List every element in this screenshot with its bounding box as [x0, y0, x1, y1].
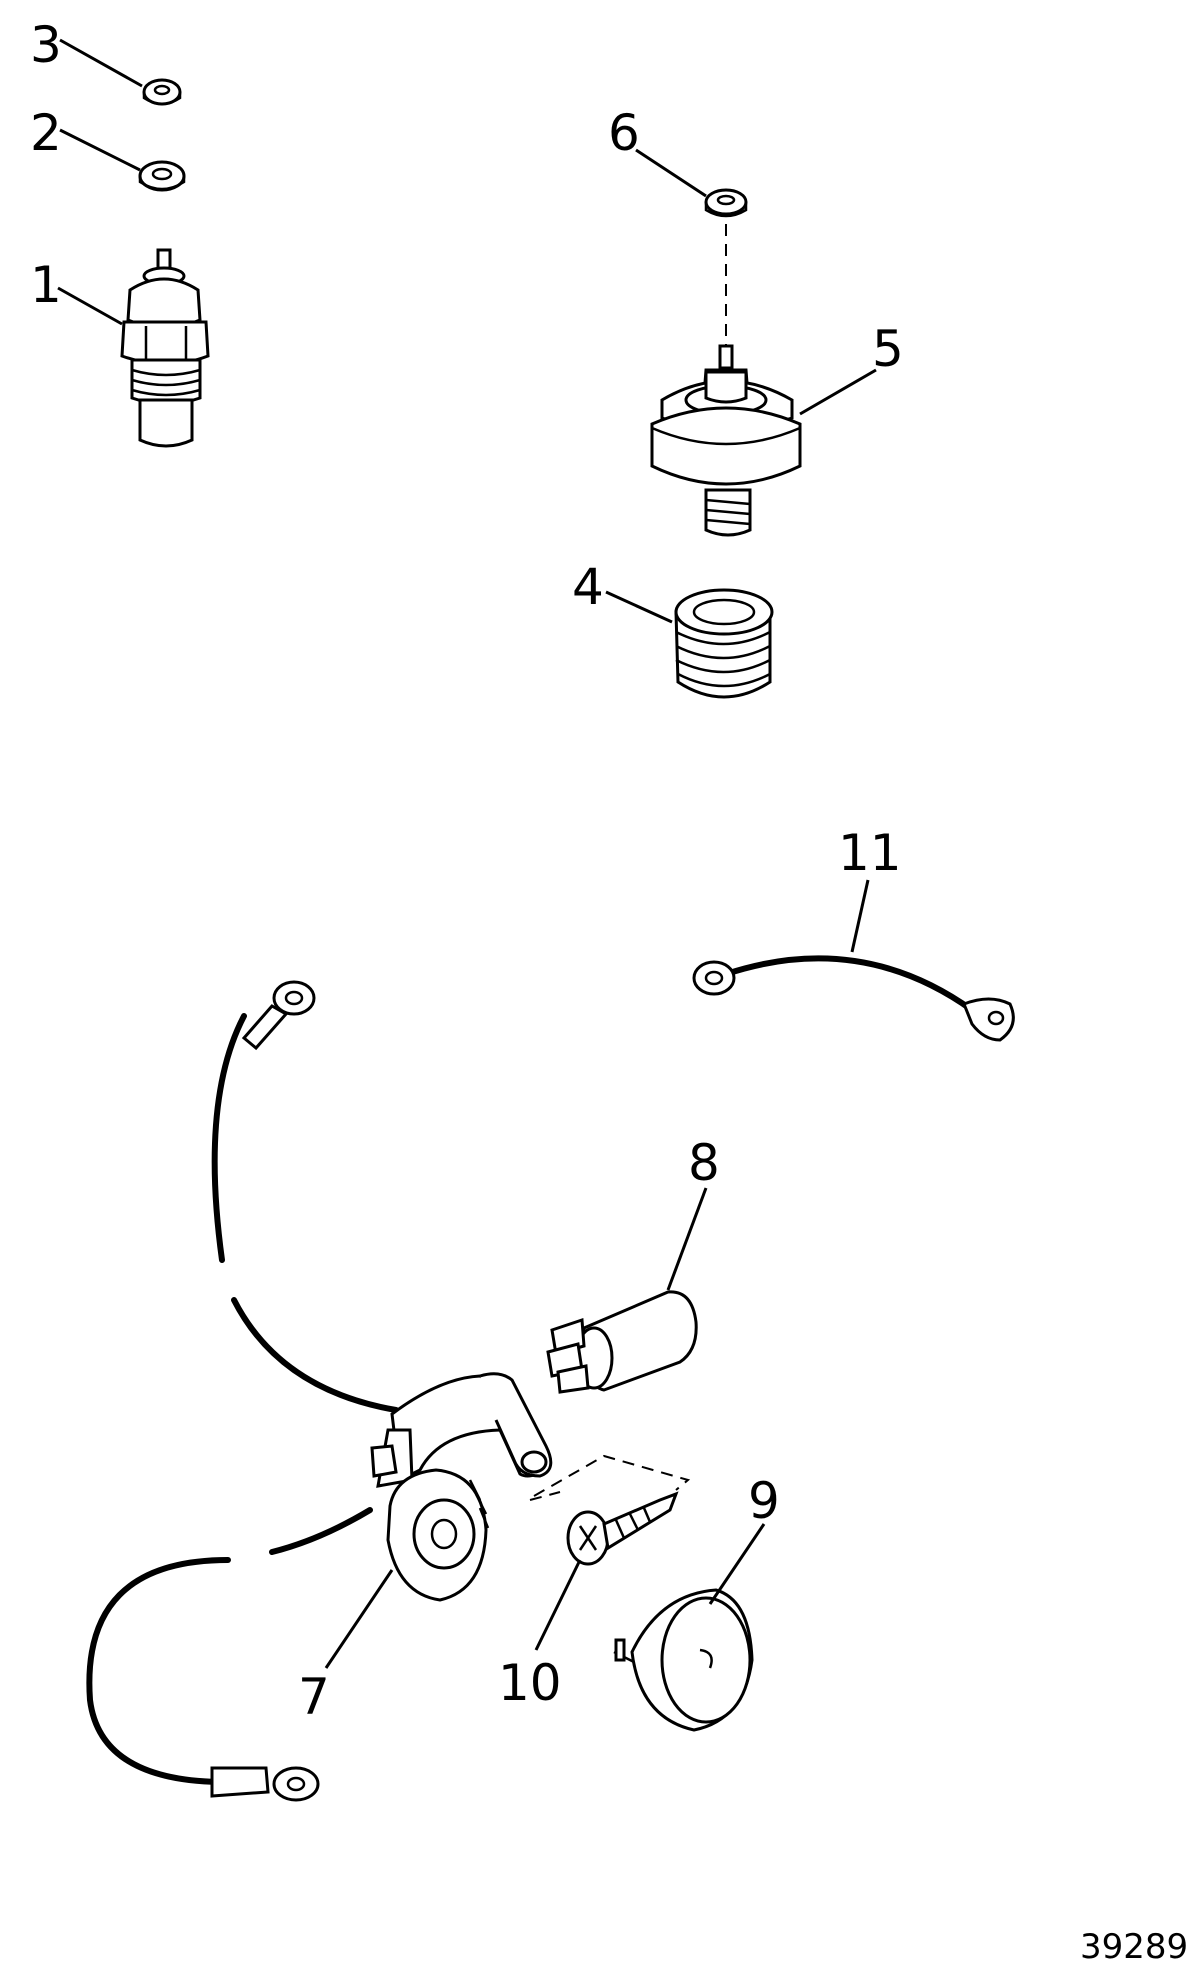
callout-3: 3: [30, 16, 62, 74]
leader-7: [324, 1569, 394, 1669]
leader-8: [666, 1187, 708, 1291]
assembly-line-10-7b: [529, 1491, 561, 1501]
part-6-nut: [704, 188, 748, 218]
callout-4: 4: [572, 558, 604, 616]
callout-5: 5: [872, 320, 904, 378]
leader-3: [59, 38, 143, 88]
callout-2: 2: [30, 104, 62, 162]
callout-11: 11: [838, 824, 902, 882]
leader-1: [57, 286, 123, 326]
leader-9: [708, 1523, 766, 1605]
part-1-temperature-sender: [120, 248, 210, 448]
part-7-warning-horn-assembly: [86, 980, 553, 1802]
leader-4: [605, 590, 673, 624]
callout-7: 7: [298, 1668, 330, 1726]
part-11-ground-strap: [692, 955, 1015, 1042]
callout-8: 8: [688, 1134, 720, 1192]
leader-10: [534, 1559, 582, 1651]
leader-6: [635, 148, 707, 198]
callout-9: 9: [748, 1472, 780, 1530]
callout-6: 6: [608, 104, 640, 162]
leader-5: [799, 368, 877, 416]
part-2-washer: [138, 160, 186, 192]
part-10-screw: [566, 1491, 679, 1566]
part-3-nut: [142, 78, 182, 106]
part-9-round-sender: [613, 1588, 754, 1732]
part-4-adapter-bushing: [674, 588, 774, 699]
figure-number: 39289: [1080, 1927, 1188, 1967]
part-8-connector-plug: [546, 1290, 698, 1394]
part-5-oil-pressure-sender: [650, 344, 802, 537]
callout-10: 10: [498, 1654, 562, 1712]
leader-11: [850, 879, 870, 953]
leader-2: [59, 128, 141, 172]
assembly-line-10-7: [533, 1454, 691, 1497]
callout-1: 1: [30, 256, 62, 314]
